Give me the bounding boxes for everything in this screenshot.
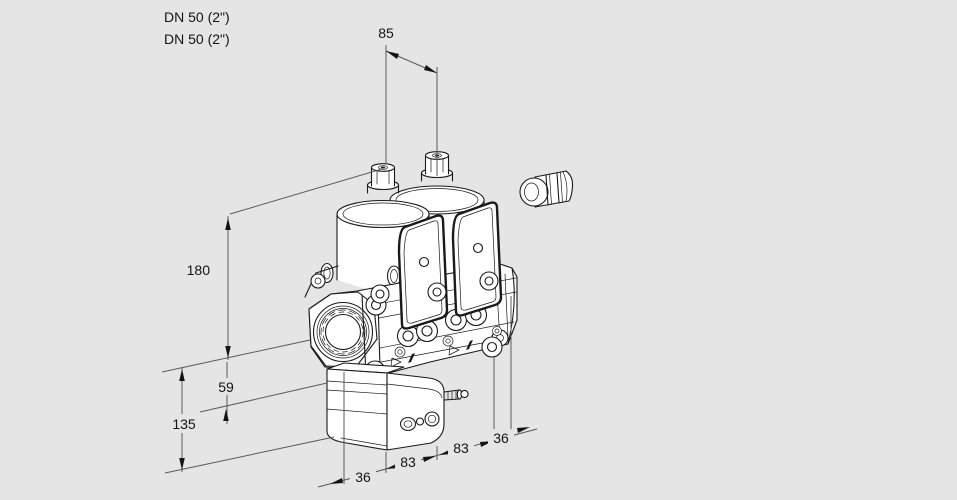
adjustment-knob-left	[366, 163, 400, 194]
solenoid-cover-left	[397, 214, 449, 330]
inlet-flange	[308, 291, 378, 368]
flow-arrow-icon	[390, 357, 402, 368]
dim-59-label: 59	[218, 379, 234, 395]
dim-83-left-label: 83	[400, 454, 416, 470]
port-size-label-2: DN 50 (2")	[164, 31, 230, 47]
flow-arrow-icon	[448, 345, 460, 356]
dim-135-label: 135	[172, 416, 196, 432]
pressure-regulator-box	[326, 362, 469, 451]
dim-36-right-label: 36	[493, 430, 509, 446]
cable-gland	[519, 170, 574, 208]
test-nipple	[443, 389, 469, 401]
solenoid-cover-right	[451, 201, 503, 317]
dimension-labels: DN 50 (2") DN 50 (2") 85 180 59 135 36 8…	[164, 9, 509, 485]
dimension-lines	[161, 45, 538, 488]
dim-180-label: 180	[187, 262, 211, 278]
dim-36-left-label: 36	[355, 469, 371, 485]
dim-85-label: 85	[378, 25, 394, 41]
port-size-label-1: DN 50 (2")	[164, 9, 230, 25]
dim-83-right-label: 83	[453, 440, 469, 456]
